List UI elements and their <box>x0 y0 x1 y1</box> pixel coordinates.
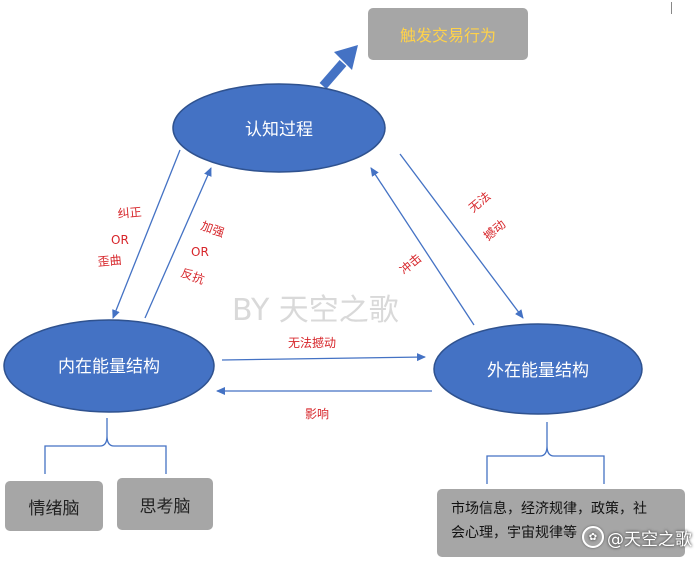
brace-internal <box>44 418 167 474</box>
arrow-internal-to-cognition <box>144 167 212 319</box>
label-distort: 歪曲 <box>97 253 122 269</box>
node-cognition: 认知过程 <box>172 83 386 173</box>
node-external: 外在能量结构 <box>433 323 643 415</box>
label-no-way: 无法 <box>466 189 493 215</box>
label-resist: 反抗 <box>179 265 207 287</box>
trigger-trade-box: 触发交易行为 <box>368 8 528 60</box>
brace-external <box>486 422 605 484</box>
label-or-right: OR <box>191 245 209 259</box>
market-factors-line1: 市场信息，经济规律，政策，社 <box>451 501 647 517</box>
thinking-brain-box: 思考脑 <box>117 478 213 530</box>
text-cursor-mark <box>671 2 672 14</box>
label-or-left: OR <box>111 233 129 247</box>
at-icon: ✿ <box>582 526 604 548</box>
label-influence: 影响 <box>305 406 329 421</box>
trigger-arrow <box>319 45 358 89</box>
thinking-brain-label: 思考脑 <box>139 496 191 517</box>
market-factors-box: 市场信息，经济规律，政策，社 会心理，宇宙规律等 <box>437 489 685 557</box>
node-cognition-label: 认知过程 <box>245 120 313 140</box>
label-shake: 撼动 <box>481 217 508 243</box>
arrow-cognition-to-internal <box>112 149 181 319</box>
emotion-brain-box: 情绪脑 <box>5 481 103 531</box>
label-strengthen: 加强 <box>199 219 226 240</box>
arrow-internal-to-external <box>221 353 426 362</box>
author-badge: ✿ @天空之歌 <box>574 520 694 554</box>
trigger-trade-label: 触发交易行为 <box>399 26 496 45</box>
node-internal: 内在能量结构 <box>3 319 215 413</box>
arrow-external-to-cognition <box>370 167 475 326</box>
label-cannot-shake: 无法撼动 <box>288 336 336 350</box>
watermark: BY 天空之歌 <box>232 293 399 328</box>
node-external-label: 外在能量结构 <box>487 361 589 381</box>
label-correct: 纠正 <box>117 205 142 221</box>
arrow-cognition-to-external <box>399 153 524 319</box>
label-impact: 冲击 <box>396 250 424 277</box>
node-internal-label: 内在能量结构 <box>58 357 160 377</box>
author-badge-text: @天空之歌 <box>607 529 692 550</box>
market-factors-line2: 会心理，宇宙规律等 <box>451 525 577 541</box>
emotion-brain-label: 情绪脑 <box>28 498 80 519</box>
